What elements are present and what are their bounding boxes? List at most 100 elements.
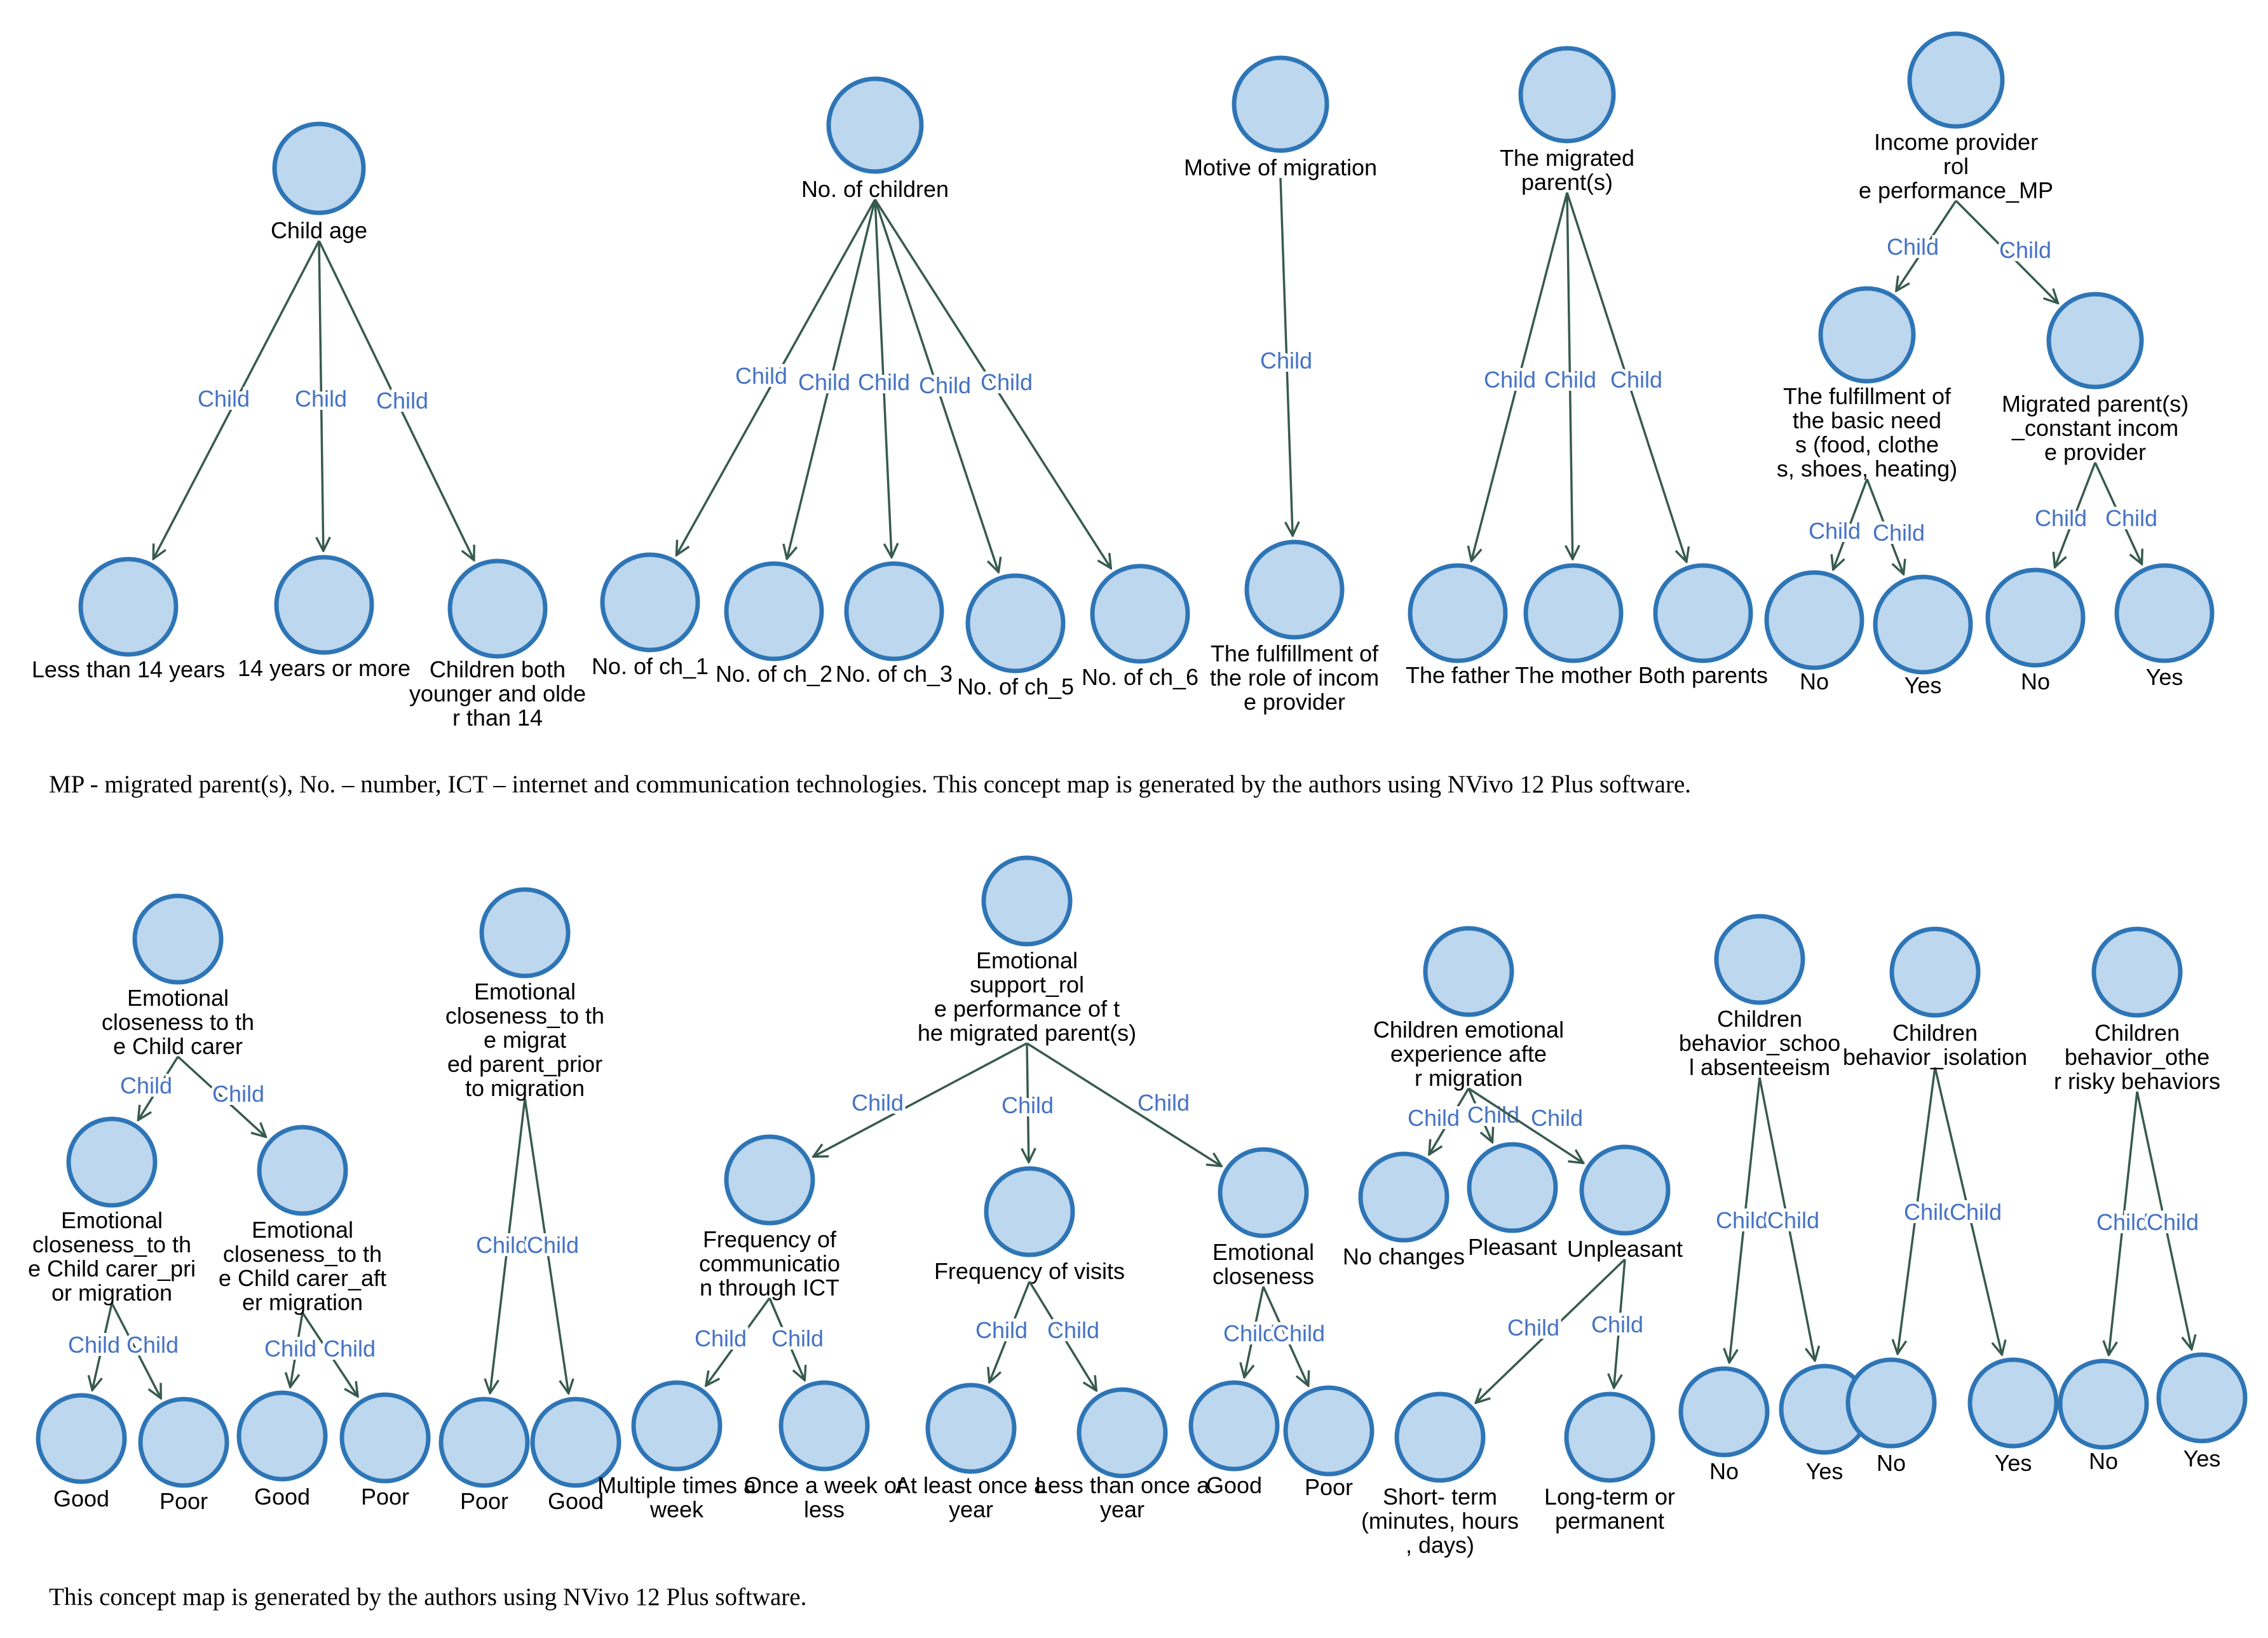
node-circle[interactable] [724,561,824,661]
node-risky-no[interactable]: No [2058,1358,2149,1474]
node-circle[interactable] [1579,1144,1671,1236]
node-prior-poor[interactable]: Poor [138,1397,229,1514]
node-emo-poor[interactable]: Poor [1283,1385,1375,1500]
node-ch3[interactable]: No. of ch_3 [836,561,953,687]
node-pleasant[interactable]: Pleasant [1467,1142,1558,1260]
node-basic-yes[interactable]: Yes [1873,574,1973,698]
node-circle[interactable] [826,76,924,174]
node-basic-no[interactable]: No [1764,570,1864,694]
node-circle[interactable] [1188,1380,1280,1472]
node-circle[interactable] [1907,31,2005,129]
node-circle[interactable] [257,1125,348,1216]
node-circle[interactable] [984,1166,1075,1257]
node-emo-good[interactable]: Good [1188,1380,1280,1498]
node-circle[interactable] [1076,1387,1168,1479]
node-circle[interactable] [272,121,366,215]
node-no-children[interactable]: No. of children [801,76,949,202]
node-circle[interactable] [1218,1147,1309,1238]
node-ch5[interactable]: No. of ch_5 [957,573,1074,700]
node-mp-prior-good[interactable]: Good [530,1397,621,1514]
node-circle[interactable] [1423,926,1514,1017]
node-circle[interactable] [1244,539,1345,640]
node-circle[interactable] [1818,286,1916,384]
node-both-parents[interactable]: Both parents [1638,563,1768,688]
node-circle[interactable] [447,558,548,659]
node-risky-yes[interactable]: Yes [2156,1352,2248,1472]
node-freq-visits[interactable]: Frequency of visits [934,1166,1125,1284]
node-circle[interactable] [78,557,179,657]
node-circle[interactable] [724,1134,815,1226]
node-father[interactable]: The father [1406,563,1510,688]
node-circle[interactable] [1678,1366,1770,1458]
node-ch6[interactable]: No. of ch_6 [1082,564,1199,690]
node-circle[interactable] [1845,1357,1937,1449]
node-circle[interactable] [1467,1142,1558,1233]
node-circle[interactable] [965,573,1066,673]
node-no-changes[interactable]: No changes [1343,1151,1465,1269]
node-after-good[interactable]: Good [236,1390,328,1510]
node-absent-no[interactable]: No [1678,1366,1770,1484]
node-circle[interactable] [981,855,1073,947]
node-circle[interactable] [138,1397,229,1488]
node-circle[interactable] [438,1397,530,1488]
node-short-term[interactable]: Short- term(minutes, hours, days) [1361,1391,1519,1558]
node-circle[interactable] [1408,563,1508,663]
node-circle[interactable] [2091,926,2183,1018]
node-circle[interactable] [1232,55,1329,153]
node-isol-no[interactable]: No [1845,1357,1937,1476]
node-circle[interactable] [66,1116,158,1208]
node-circle[interactable] [274,555,374,655]
node-circle[interactable] [600,552,700,653]
node-circle[interactable] [2058,1358,2149,1450]
node-child-age[interactable]: Child age [271,121,367,243]
node-ge14[interactable]: 14 years or more [238,555,411,681]
node-circle[interactable] [132,893,224,985]
node-circle[interactable] [778,1380,870,1472]
node-constant-no[interactable]: No [1985,567,2086,694]
node-constant-yes[interactable]: Yes [2114,563,2215,690]
node-circle[interactable] [1564,1391,1655,1483]
node-ch2[interactable]: No. of ch_2 [716,561,832,687]
node-circle[interactable] [1394,1391,1486,1483]
node-circle[interactable] [631,1380,723,1472]
node-circle[interactable] [844,561,944,661]
node-circle[interactable] [1764,570,1864,670]
node-circle[interactable] [1714,914,1805,1005]
node-circle[interactable] [1985,567,2086,668]
node-circle[interactable] [2046,292,2144,389]
node-unpleasant[interactable]: Unpleasant [1567,1144,1683,1262]
node-circle[interactable] [1090,564,1190,664]
node-after-poor[interactable]: Poor [339,1392,431,1510]
node-circle[interactable] [2114,563,2215,663]
node-isol-yes[interactable]: Yes [1967,1357,2059,1476]
node-circle[interactable] [1889,926,1981,1018]
node-circle[interactable] [925,1383,1017,1474]
node-circle[interactable] [36,1393,127,1484]
node-ch1[interactable]: No. of ch_1 [592,552,709,679]
node-circle[interactable] [1653,563,1753,663]
node-circle[interactable] [1873,574,1973,675]
node-circle[interactable] [479,887,571,978]
node-circle[interactable] [236,1390,328,1482]
node-circle[interactable] [1358,1151,1450,1243]
node-circle[interactable] [339,1392,431,1484]
